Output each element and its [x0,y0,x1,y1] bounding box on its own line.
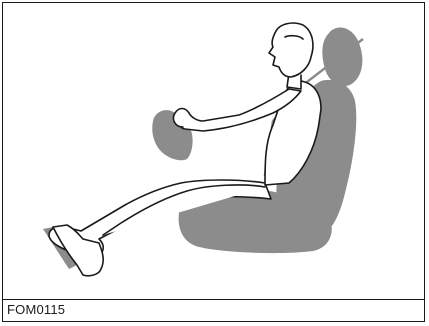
caption-divider [3,299,424,300]
seating-position-illustration [3,3,426,299]
figure-caption: FOM0115 [7,302,65,317]
figure-frame: FOM0115 [2,2,425,322]
